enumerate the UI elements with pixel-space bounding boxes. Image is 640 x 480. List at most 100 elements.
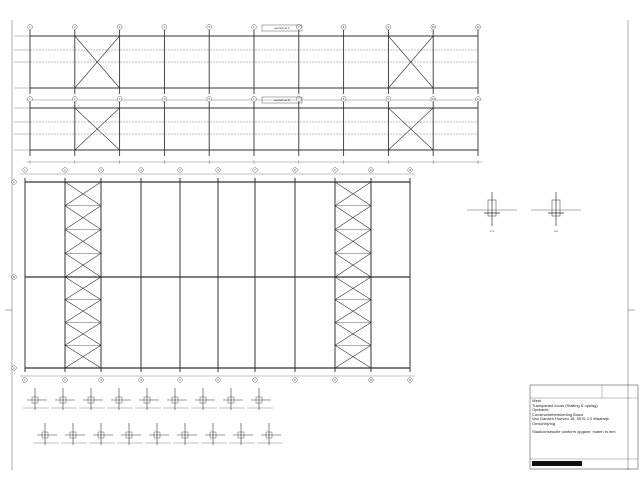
- grid-label: 8: [294, 379, 296, 382]
- grid-row-label: B: [13, 276, 15, 279]
- grid-label: 6: [217, 379, 219, 382]
- grid-bubble: [332, 377, 338, 383]
- grid-bubble: [116, 24, 123, 30]
- grid-label: 7: [254, 379, 256, 382]
- plan-brace: [334, 344, 372, 369]
- grid-bubble: [177, 377, 183, 383]
- title-block-frame: [529, 384, 639, 470]
- grid-label: 9: [388, 97, 390, 101]
- grid-bubble: [98, 377, 104, 383]
- grid-bubble: [368, 377, 374, 383]
- grid-bubble: [62, 167, 68, 173]
- grid-bubble: [11, 365, 17, 371]
- grid-label: 9: [334, 169, 336, 172]
- grid-label: 4: [164, 97, 166, 101]
- grid-label: 11: [477, 97, 480, 101]
- grid-bubble: [252, 377, 258, 383]
- grid-bubble: [385, 96, 392, 102]
- detail-plate: [199, 396, 207, 404]
- elevation-a-title: aanzicht as A: [274, 26, 290, 30]
- grid-label: 3: [119, 25, 121, 29]
- grid-bubble: [11, 274, 17, 280]
- grid-label: 1: [24, 169, 26, 172]
- grid-bubble: [341, 96, 347, 102]
- grid-bubble: [407, 167, 413, 173]
- grid-label: 8: [343, 97, 345, 101]
- grid-label: 3: [100, 379, 102, 382]
- grid-bubble: [430, 96, 436, 102]
- elevation-b-title-box: [261, 96, 303, 104]
- grid-bubble: [296, 96, 302, 102]
- grid-label: 5: [208, 97, 210, 101]
- detail-plate: [209, 431, 217, 439]
- grid-label: 2: [64, 379, 66, 382]
- elevation-a-brace: [74, 35, 120, 89]
- section-label: 2-2: [554, 229, 558, 233]
- grid-bubble: [368, 167, 374, 173]
- grid-label: 5: [208, 25, 210, 29]
- grid-bubble: [161, 96, 168, 102]
- grid-label: 2: [64, 169, 66, 172]
- grid-bubble: [252, 167, 258, 173]
- plan-brace: [64, 276, 102, 301]
- detail-plate: [171, 396, 179, 404]
- detail-plate: [143, 396, 151, 404]
- grid-bubble: [251, 96, 257, 102]
- description-label: Omschrijving: [532, 420, 556, 426]
- plan-brace: [64, 252, 102, 278]
- plan-brace: [64, 344, 102, 369]
- grid-bubble: [177, 167, 183, 173]
- grid-bubble: [27, 24, 33, 30]
- plan-brace: [334, 299, 372, 323]
- detail-plate: [181, 431, 189, 439]
- grid-label: 8: [294, 169, 296, 172]
- grid-label: 11: [477, 25, 480, 29]
- plan-brace: [334, 276, 372, 301]
- grid-row-label: C: [13, 367, 15, 370]
- grid-label: 10: [432, 25, 435, 29]
- plan-brace: [334, 205, 372, 230]
- grid-bubble: [341, 24, 347, 30]
- grid-label: 10: [370, 379, 373, 382]
- detail-plate: [41, 431, 49, 439]
- elevation-b-brace: [388, 107, 434, 151]
- detail-plate: [227, 396, 235, 404]
- grid-bubble: [292, 377, 298, 383]
- grid-label: 11: [409, 169, 412, 172]
- detail-plate: [125, 431, 133, 439]
- project-label: Werk: [532, 398, 542, 403]
- grid-bubble: [22, 167, 28, 173]
- grid-bubble: [475, 96, 481, 102]
- section-label: 1-1: [490, 229, 494, 233]
- grid-bubble: [11, 179, 17, 185]
- plan-brace: [334, 181, 372, 207]
- detail-plate: [255, 396, 263, 404]
- grid-bubble: [407, 377, 413, 383]
- grid-label: 4: [164, 25, 166, 29]
- detail-plate: [59, 396, 67, 404]
- elevation-a-title-box: [261, 24, 303, 32]
- grid-label: 4: [140, 169, 142, 172]
- grid-label: 1: [29, 97, 31, 101]
- grid-bubble: [161, 24, 168, 30]
- detail-plate: [31, 396, 39, 404]
- grid-bubble: [332, 167, 338, 173]
- grid-label: 10: [432, 97, 435, 101]
- grid-label: 6: [253, 25, 255, 29]
- grid-bubble: [72, 24, 78, 30]
- project-name: Transparant loods (Stalling & opslag): [532, 402, 598, 408]
- grid-bubble: [138, 377, 144, 383]
- plan-brace: [64, 299, 102, 323]
- section-profile: [551, 199, 561, 217]
- plan-brace: [64, 322, 102, 346]
- grid-label: 4: [140, 379, 142, 382]
- grid-label: 1: [29, 25, 31, 29]
- grid-bubble: [98, 167, 104, 173]
- client-name: Constructieberekening Bouw: [532, 411, 584, 417]
- grid-label: 2: [74, 97, 76, 101]
- elevation-b-title: aanzicht as D: [274, 98, 290, 102]
- plan-brace: [334, 229, 372, 254]
- section-profile: [487, 199, 497, 217]
- plan-brace: [334, 252, 372, 278]
